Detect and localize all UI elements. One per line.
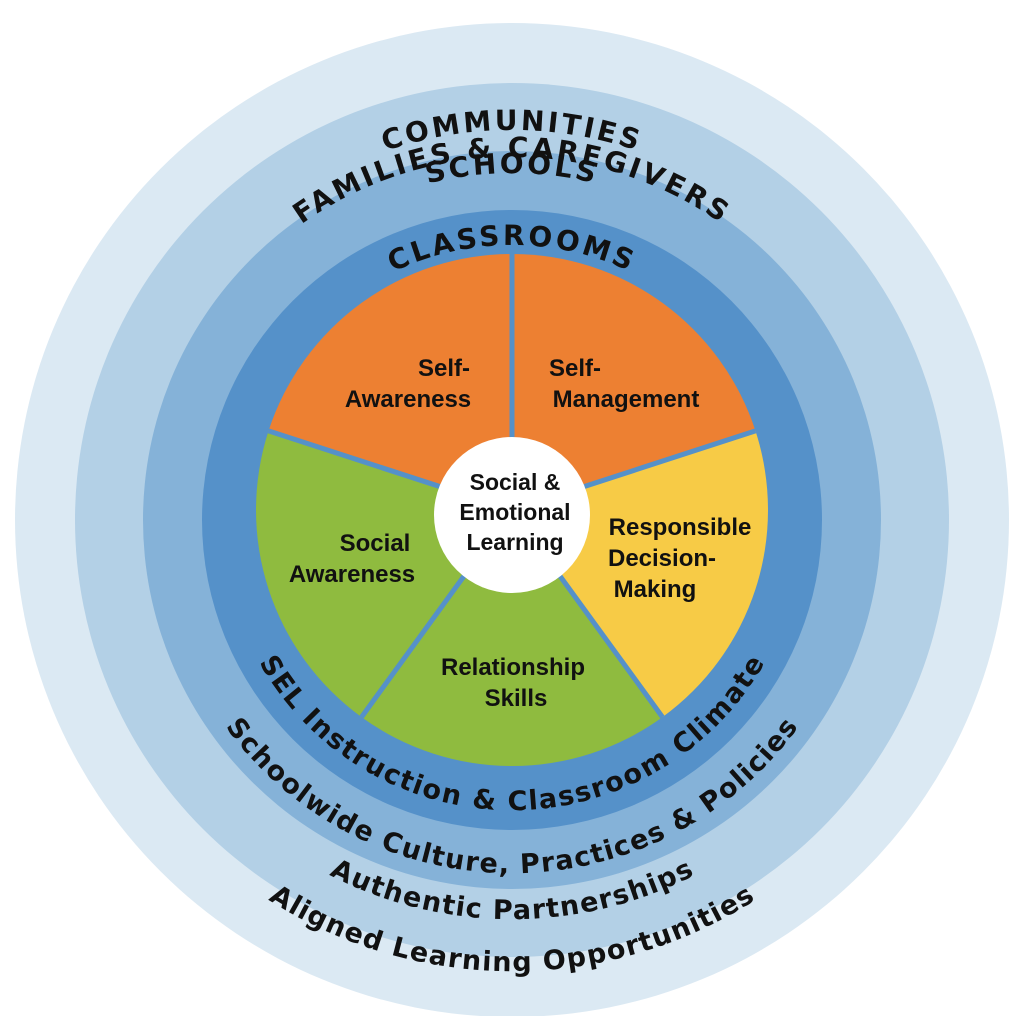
label-social-awareness: Social Awareness <box>289 530 415 588</box>
self-awareness-line2: Awareness <box>345 386 471 413</box>
center-circle <box>434 437 590 593</box>
decision-making-line2: Decision- <box>608 545 716 572</box>
decision-making-line1: Responsible <box>609 514 752 541</box>
decision-making-line3: Making <box>614 576 697 603</box>
label-self-awareness: Self- Awareness <box>345 355 471 413</box>
center-label-line2: Emotional <box>459 499 570 525</box>
wedge-self-management <box>512 254 756 510</box>
relationship-line2: Skills <box>485 685 548 712</box>
center-label-line3: Learning <box>466 529 563 555</box>
social-awareness-line1: Social <box>340 530 411 557</box>
relationship-line1: Relationship <box>441 654 585 681</box>
label-decision-making: Responsible Decision- Making <box>608 514 751 603</box>
self-management-line1: Self- <box>549 355 601 382</box>
wedge-relationship-skills <box>361 510 663 766</box>
label-relationship-skills: Relationship Skills <box>441 654 585 712</box>
social-awareness-line2: Awareness <box>289 561 415 588</box>
self-awareness-line1: Self- <box>418 355 470 382</box>
center-label-line1: Social & <box>470 469 561 495</box>
label-self-management: Self- Management <box>549 355 699 413</box>
self-management-line2: Management <box>553 386 700 413</box>
wedge-self-awareness <box>268 254 512 510</box>
